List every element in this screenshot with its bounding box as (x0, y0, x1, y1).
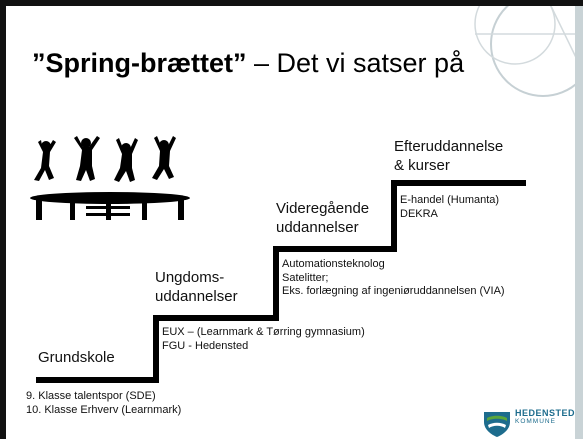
note-line: Automationsteknolog (282, 258, 385, 270)
logo-sub: KOMMUNE (515, 418, 556, 425)
right-edge-band (575, 6, 583, 439)
step-ungdom-label: Ungdoms- uddannelser (155, 268, 238, 306)
note-line: 9. Klasse talentspor (SDE) (26, 390, 156, 402)
trampoline-jumpers-icon (30, 136, 190, 220)
slide-title-rest: – Det vi satser på (246, 48, 465, 78)
note-line: E-handel (Humanta) (400, 194, 500, 206)
note-line: Satelitter; (282, 271, 329, 284)
notes-efter: E-handel (Humanta) DEKRA (400, 194, 499, 221)
step-videre-line1: Videregående (276, 200, 370, 217)
notes-ungdom: EUX – (Learnmark & Tørring gymnasium) FG… (162, 326, 365, 353)
notes-grundskole: 9. Klasse talentspor (SDE) 10. Klasse Er… (26, 390, 181, 417)
note-line: FGU - Hedensted (162, 339, 249, 352)
logo-name: HEDENSTED (515, 408, 576, 418)
note-line: EUX – (Learnmark & Tørring gymnasium) (162, 326, 365, 338)
hedensted-logo-icon (484, 412, 510, 437)
step-videre-line2: uddannelser (276, 219, 359, 236)
step-videre-label: Videregående uddannelser (276, 199, 369, 237)
note-line: DEKRA (400, 207, 438, 220)
step-ungdom-line1: Ungdoms- (155, 269, 225, 286)
slide-title-bold: ”Spring-brættet” (32, 48, 247, 78)
notes-videre: Automationsteknolog Satelitter; Eks. for… (282, 258, 505, 299)
step-efter-line1: Efteruddannelse (394, 138, 504, 155)
staircase (36, 180, 526, 383)
slide-title: ”Spring-brættet” – Det vi satser på (32, 48, 464, 79)
step-efter-label: Efteruddannelse & kurser (394, 137, 503, 175)
step-grundskole-label: Grundskole (38, 349, 115, 366)
step-ungdom-line2: uddannelser (155, 288, 238, 305)
note-line: Eks. forlægning af ingeniøruddannelsen (… (282, 285, 505, 297)
step-efter-line2: & kurser (394, 157, 450, 174)
note-line: 10. Klasse Erhverv (Learnmark) (26, 403, 182, 416)
